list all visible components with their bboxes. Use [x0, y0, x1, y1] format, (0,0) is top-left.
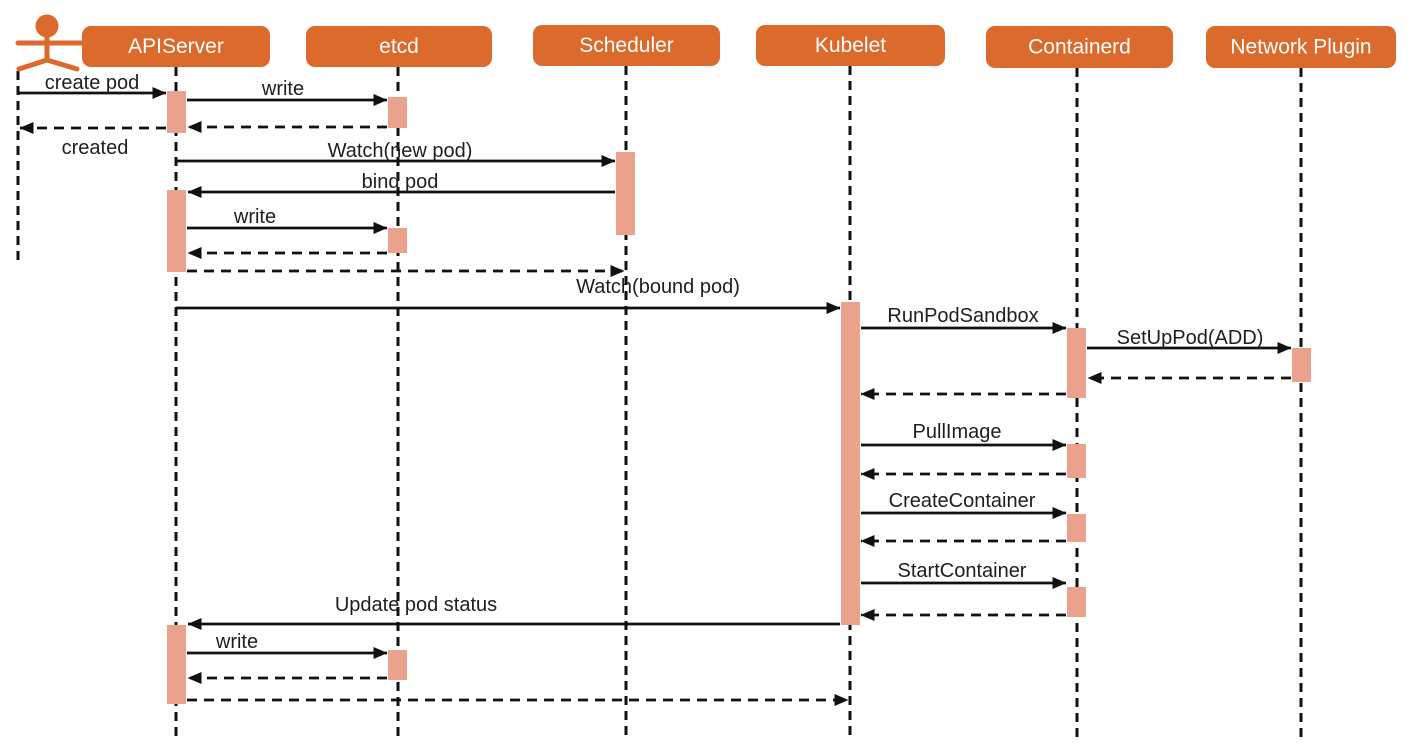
participant-label-etcd: etcd — [379, 35, 419, 58]
participant-box-network-plugin — [1206, 26, 1396, 68]
message-runpodsandbox: RunPodSandbox — [861, 305, 1067, 334]
message-label-startcontainer: StartContainer — [898, 560, 1027, 582]
actor-icon — [15, 14, 85, 72]
participants-layer: APIServer etcd Scheduler Kubelet Containerd N… — [15, 14, 1396, 72]
participant-box-etcd — [306, 26, 492, 67]
activation-bar-containerd — [1067, 328, 1086, 398]
lifelines-layer — [16, 66, 1303, 740]
activation-bar-etcd — [388, 97, 407, 128]
activation-bar-containerd — [1067, 444, 1086, 478]
activation-bar-scheduler — [616, 152, 635, 235]
participant-label-kubelet: Kubelet — [815, 34, 886, 57]
participant-network-plugin: Network Plugin — [1206, 26, 1396, 68]
participant-label-apiserver: APIServer — [128, 35, 224, 58]
participant-scheduler: Scheduler — [533, 25, 720, 66]
message-label-pullimage: PullImage — [913, 421, 1002, 443]
message-bind-pod: bind pod — [187, 171, 615, 198]
activations-layer — [167, 91, 1311, 704]
message-write: write — [187, 206, 388, 234]
message-label-created: created — [62, 137, 129, 159]
participant-box-kubelet — [756, 25, 945, 66]
participant-label-scheduler: Scheduler — [579, 34, 674, 57]
participant-box-apiserver — [82, 26, 270, 67]
message-startcontainer: StartContainer — [861, 560, 1067, 589]
activation-bar-kubelet — [841, 302, 860, 625]
message-label-write: write — [215, 631, 258, 653]
activation-bar-network-plugin — [1292, 348, 1311, 382]
message-label-watch-new-pod: Watch(new pod) — [328, 140, 473, 162]
participant-kubelet: Kubelet — [756, 25, 945, 66]
activation-bar-apiserver — [167, 190, 186, 272]
message-label-write: write — [261, 78, 304, 100]
message-write: write — [187, 78, 388, 106]
message-update-pod-status: Update pod status — [187, 594, 840, 630]
participant-apiserver: APIServer — [82, 26, 270, 67]
messages-layer: create pod write created Watch(new pod) bind… — [18, 72, 1292, 706]
activation-bar-containerd — [1067, 514, 1086, 542]
activation-bar-containerd — [1067, 587, 1086, 617]
message-label-bind-pod: bind pod — [362, 171, 439, 193]
message-write: write — [187, 631, 388, 659]
message-pullimage: PullImage — [861, 421, 1067, 451]
message-created: created — [19, 122, 166, 159]
participant-etcd: etcd — [306, 26, 492, 67]
message-label-runpodsandbox: RunPodSandbox — [887, 305, 1038, 327]
message-create-pod: create pod — [18, 72, 167, 99]
activation-bar-etcd — [388, 650, 407, 680]
participant-label-containerd: Containerd — [1028, 36, 1131, 59]
message-setuppod-add: SetUpPod(ADD) — [1087, 327, 1292, 354]
message-label-watch-bound-pod: Watch(bound pod) — [576, 276, 740, 298]
activation-bar-etcd — [388, 228, 407, 253]
message-label-create-pod: create pod — [45, 72, 140, 94]
message-label-write: write — [233, 206, 276, 228]
activation-bar-apiserver — [167, 91, 186, 133]
message-createcontainer: CreateContainer — [861, 490, 1067, 519]
message-watch-bound-pod: Watch(bound pod) — [176, 276, 841, 314]
participant-label-network-plugin: Network Plugin — [1230, 36, 1371, 59]
message-label-setuppod-add: SetUpPod(ADD) — [1117, 327, 1264, 349]
activation-bar-apiserver — [167, 625, 186, 704]
participant-box-containerd — [986, 26, 1173, 68]
message-label-createcontainer: CreateContainer — [889, 490, 1036, 512]
message-watch-new-pod: Watch(new pod) — [176, 140, 616, 167]
participant-box-scheduler — [533, 25, 720, 66]
message-label-update-pod-status: Update pod status — [335, 594, 497, 616]
participant-containerd: Containerd — [986, 26, 1173, 68]
